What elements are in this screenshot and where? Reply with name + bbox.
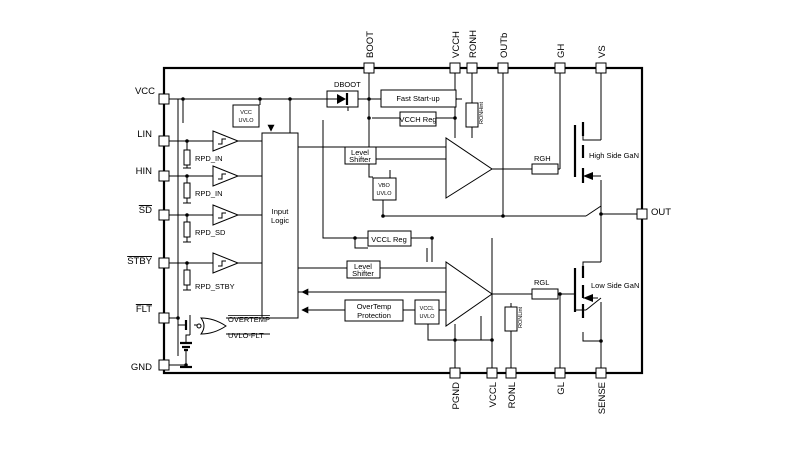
vbo-uvlo-block: VBO UVLO [372,177,397,201]
rpd-stby-label: RPD_STBY [195,282,235,291]
pin-lin-box[interactable] [158,135,170,147]
left-pins: VCC LIN HIN SD STBY FLT GND [127,86,170,373]
vccl-reg-block: VCCL Reg [367,230,412,247]
vccl-uvlo-line2: UVLO [420,314,436,320]
vccl-uvlo-block: VCCL UVLO [414,299,440,325]
pin-gh-label: GH [556,44,567,58]
pin-ronl-label: RONL [507,382,518,408]
overtemp-protection-block: OverTemp Protection [344,299,404,322]
pin-gh-box[interactable] [554,62,566,74]
rpd-sd-label: RPD_SD [195,228,226,237]
pin-outb-label: OUTb [499,33,510,58]
bottom-pins: PGND VCCL RONL GL SENSE [449,367,608,414]
ronl-resistor: RONLint [504,306,524,332]
pin-hin-label: HIN [136,166,153,177]
pin-gnd-box[interactable] [158,359,170,371]
rg-low-resistor: RGL [531,278,559,300]
dboot-label: DBOOT [334,80,361,89]
pin-gnd-label: GND [131,362,152,373]
overtemp-signal-label: OVERTEMP [228,315,270,324]
vcch-reg-label: VCCH Reg [399,115,436,124]
buffer-lin [212,130,240,152]
overtemp-line1: OverTemp [357,302,392,311]
vccl-uvlo-line1: VCCL [420,306,435,312]
level-shifter-low-line1: Level [354,262,372,271]
pin-flt-box[interactable] [158,312,170,324]
pin-sense-box[interactable] [595,367,607,379]
pin-pgnd-box[interactable] [449,367,461,379]
ronh-resistor: RONHint [465,102,485,128]
pin-sd-label: SD [139,205,152,216]
vcc-uvlo-line2: UVLO [239,118,255,124]
pin-vccl-box[interactable] [486,367,498,379]
pin-vcc-box[interactable] [158,93,170,105]
input-logic-block: Input Logic [261,132,299,319]
low-side-label: Low Side GaN [591,281,639,290]
dboot-diode: DBOOT [326,80,361,108]
junction-dots [176,97,603,367]
pin-vcch-box[interactable] [449,62,461,74]
pin-outb-box[interactable] [497,62,509,74]
high-side-driver [445,137,493,199]
rpd-lin-label: RPD_IN [195,154,223,163]
level-shifter-high-line1: Level [351,148,369,157]
pin-lin-label: LIN [137,129,152,140]
vcch-reg-block: VCCH Reg [399,111,437,127]
pin-vccl-label: VCCL [488,382,499,407]
overtemp-line2: Protection [357,311,391,320]
vbo-uvlo-line1: VBO [378,183,390,189]
pin-sd-box[interactable] [158,209,170,221]
pin-flt-label: FLT [136,304,152,315]
buffer-hin [212,165,240,187]
pin-ronh-label: RONH [468,30,479,58]
input-buffers [212,130,240,274]
flt-output-stage: OVERTEMP UVLO-FLT [180,315,270,369]
pin-sense-label: SENSE [597,382,608,414]
top-pins: BOOT VCCH RONH OUTb GH VS [363,30,608,74]
fast-startup-label: Fast Start-up [396,94,439,103]
pin-vcch-label: VCCH [451,31,462,58]
rg-high-label: RGH [534,154,551,163]
pin-boot-label: BOOT [365,31,376,58]
pulldown-resistors: RPD_IN RPD_IN RPD_SD RPD_STBY [183,149,235,291]
pin-gl-label: GL [556,382,567,395]
vbo-uvlo-line2: UVLO [377,191,393,197]
vccl-reg-label: VCCL Reg [371,235,407,244]
input-logic-line1: Input [272,207,290,216]
level-shifter-low: Level Shifter [346,260,381,279]
pin-ronl-box[interactable] [505,367,517,379]
fast-startup-block: Fast Start-up [380,89,457,108]
rg-high-resistor: RGH [531,154,559,175]
pin-ronh-box[interactable] [466,62,478,74]
pin-hin-box[interactable] [158,170,170,182]
pin-gl-box[interactable] [554,367,566,379]
pin-vs-box[interactable] [595,62,607,74]
low-side-gan-transistor: Low Side GaN [573,266,639,318]
pin-boot-box[interactable] [363,62,375,74]
pin-vcc-label: VCC [135,86,155,97]
ronl-label: RONLint [518,306,524,328]
buffer-sd [212,204,240,226]
pin-pgnd-label: PGND [451,382,462,410]
uvlo-flt-signal-label: UVLO-FLT [228,331,264,340]
pin-out-label: OUT [651,207,671,218]
pin-vs-label: VS [597,45,608,58]
low-side-driver [445,261,493,327]
vcc-uvlo-line1: VCC [240,110,252,116]
ronh-label: RONHint [479,102,485,124]
level-shifter-low-line2: Shifter [352,269,374,278]
rpd-hin-label: RPD_IN [195,189,223,198]
vcc-uvlo-block: VCC UVLO [232,104,260,128]
high-side-label: High Side GaN [589,151,639,160]
rg-low-label: RGL [534,278,549,287]
level-shifter-high-line2: Shifter [349,155,371,164]
input-logic-line2: Logic [271,216,289,225]
pin-stby-box[interactable] [158,257,170,269]
high-side-gan-transistor: High Side GaN [573,122,639,183]
pin-stby-label: STBY [127,256,152,267]
buffer-stby [212,252,240,274]
level-shifter-high: Level Shifter [344,146,377,165]
pin-out-box[interactable] [636,208,648,220]
